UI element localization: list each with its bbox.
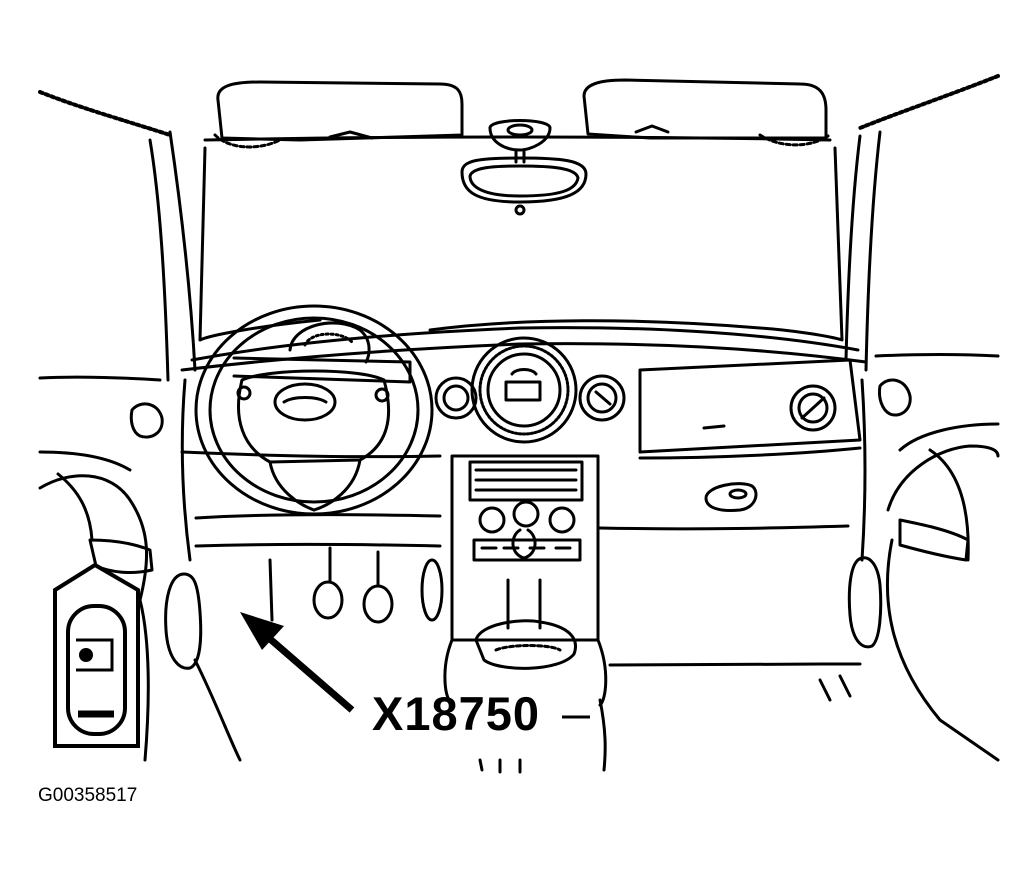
figure-id: G00358517: [38, 785, 138, 806]
connector-callout-label: X18750: [372, 687, 541, 740]
location-arrow-icon: [240, 612, 355, 713]
floor: [193, 658, 862, 774]
glovebox: [638, 358, 862, 512]
tachometer: [288, 321, 371, 364]
a-pillar-right: [844, 130, 882, 562]
gear-lever: [443, 619, 608, 707]
door-right: [847, 353, 1000, 762]
a-pillar-left: [148, 130, 197, 562]
sun-visor-left: [216, 80, 464, 142]
pedals: [268, 546, 444, 624]
windscreen: [198, 146, 844, 342]
sun-visor-right: [582, 78, 828, 140]
connector-symbol-icon: [53, 562, 140, 748]
steering-wheel: [194, 304, 434, 516]
centre-console: [450, 454, 600, 642]
rear-view-mirror: [460, 119, 588, 216]
dash-vent-right: [789, 384, 837, 432]
instrument-cluster: [434, 336, 626, 444]
